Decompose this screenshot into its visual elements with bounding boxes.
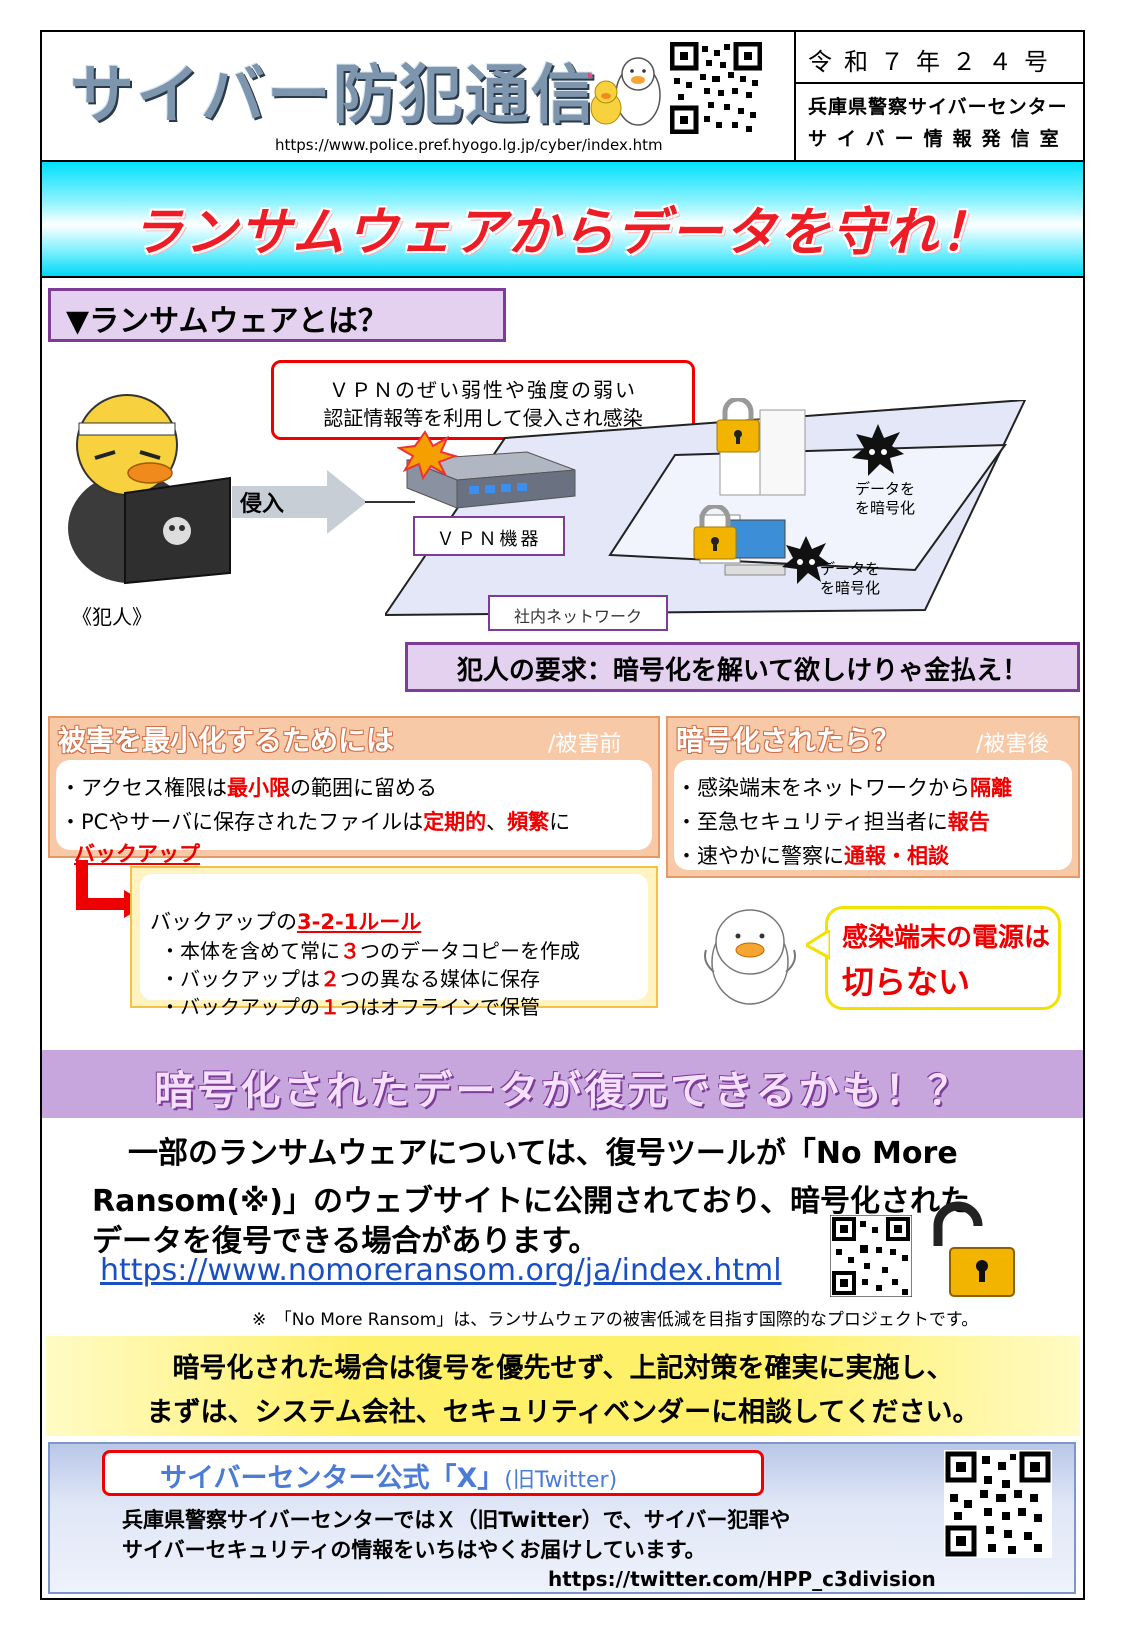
criminal-illustration	[68, 394, 231, 585]
section-heading: ▼ランサムウェアとは？	[66, 304, 388, 339]
criminal-label: 《犯人》	[72, 605, 152, 629]
nomoreransom-note: ※ 「No More Ransom」は、ランサムウェアの被害低減を目指す国際的な…	[252, 1310, 979, 1330]
malware-icon	[852, 424, 904, 476]
restore-body-line2: Ransom(※)」のウェブサイトに公開されており、暗号化された	[92, 1184, 971, 1219]
restore-body-line1: 一部のランサムウェアについては、復号ツールが「No More	[128, 1136, 958, 1171]
backup-rule-2: ・バックアップは２つの異なる媒体に保存	[160, 967, 540, 991]
encrypt-label-pc: データをを暗号化	[820, 560, 881, 597]
after-item-2: ・至急セキュリティ担当者に報告	[676, 810, 990, 834]
backup-rule-1: ・本体を含めて常に３つのデータコピーを作成	[160, 939, 580, 963]
advice-line2: まずは、システム会社、セキュリティベンダーに相談してください。	[146, 1397, 980, 1428]
intrusion-callout-line2: 認証情報等を利用して侵入され感染	[323, 406, 643, 430]
vpn-label: ＶＰＮ機器	[436, 529, 542, 550]
qr-code-icon	[830, 1215, 912, 1297]
connection-line	[365, 501, 415, 503]
after-item-3: ・速やかに警察に通報・相談	[676, 844, 949, 868]
encrypt-label-server: データをを暗号化	[855, 480, 916, 517]
after-damage-list	[674, 760, 1072, 870]
before-damage-heading: 被害を最小化するためには	[58, 724, 395, 757]
after-damage-heading: 暗号化されたら？	[676, 724, 901, 757]
intrusion-arrow-icon	[232, 470, 367, 534]
after-item-1: ・感染端末をネットワークから隔離	[676, 776, 1012, 800]
page-frame	[40, 30, 1085, 1600]
network-label: 社内ネットワーク	[513, 607, 642, 626]
advice-line1: 暗号化された場合は復号を優先せず、上記対策を確実に実施し、	[172, 1353, 954, 1384]
backup-rule-title: バックアップの3-2-1ルール	[150, 910, 422, 934]
newsletter-title: サイバー防犯通信	[70, 59, 597, 133]
nomoreransom-link[interactable]: https://www.nomoreransom.org/ja/index.ht…	[100, 1253, 782, 1288]
org-department: サイバー情報発信室	[808, 128, 1069, 150]
criminal-demand-box	[405, 642, 1080, 692]
x-description-line2: サイバーセキュリティの情報をいちはやくお届けしています。	[122, 1538, 706, 1562]
qr-code-icon	[670, 42, 762, 134]
issue-number: 令和７年２４号	[808, 48, 1060, 76]
org-name: 兵庫県警察サイバーセンター	[808, 96, 1068, 118]
restore-body-line3: データを復号できる場合があります。	[92, 1224, 599, 1259]
unlocked-lock-icon	[933, 1201, 1015, 1297]
x-title: サイバーセンター公式「X」(旧Twitter)	[160, 1463, 618, 1494]
after-damage-sub: /被害後	[976, 732, 1050, 757]
site-url[interactable]: https://www.police.pref.hyogo.lg.jp/cybe…	[275, 136, 663, 154]
backup-rule-inner	[140, 874, 648, 1000]
before-damage-sub: /被害前	[548, 732, 622, 757]
section-heading-box	[48, 288, 506, 342]
criminal-demand: 犯人の要求：暗号化を解いて欲しけりゃ金払え！	[456, 656, 1029, 686]
x-description-line1: 兵庫県警察サイバーセンターではＸ（旧Twitter）で、サイバー犯罪や	[122, 1508, 791, 1532]
lock-icon	[693, 505, 737, 560]
headline-banner	[42, 160, 1083, 278]
x-account-link[interactable]: https://twitter.com/HPP_c3division	[548, 1567, 936, 1591]
before-damage-list	[56, 760, 652, 850]
x-title-box	[102, 1450, 764, 1496]
restore-heading-bar	[42, 1050, 1083, 1118]
restore-heading: 暗号化されたデータが復元できるかも！？	[154, 1068, 971, 1114]
intrusion-callout	[271, 360, 695, 440]
backup-rule-3: ・バックアップの１つはオフラインで保管	[160, 995, 540, 1019]
advice-bar	[46, 1336, 1080, 1436]
malware-icon	[782, 536, 830, 584]
header-info-panel	[794, 32, 1086, 160]
duck-mascot-illustration	[704, 909, 796, 1005]
vpn-device-illustration	[397, 430, 576, 509]
network-label-box	[488, 595, 668, 631]
vpn-label-box	[413, 516, 565, 556]
speech-tail	[806, 930, 830, 960]
qr-code-icon	[944, 1450, 1052, 1558]
header-divider	[794, 82, 1084, 84]
power-warning-bubble	[825, 906, 1061, 1010]
headline-title: ランサムウェアからデータを守れ！	[131, 203, 994, 263]
before-item-2: ・PCやサーバに保存されたファイルは定期的、頻繁に	[60, 810, 571, 834]
intrusion-callout-line1: ＶＰＮのぜい弱性や強度の弱い	[329, 378, 637, 402]
power-warning-text: 感染端末の電源は切らない	[842, 923, 1051, 1001]
before-item-1: ・アクセス権限は最小限の範囲に留める	[60, 776, 437, 800]
duck-mascots-illustration	[588, 57, 661, 126]
intrusion-arrow-label: 侵入	[240, 492, 285, 517]
lock-icon	[716, 398, 760, 453]
before-item-3: バックアップ	[74, 842, 200, 866]
